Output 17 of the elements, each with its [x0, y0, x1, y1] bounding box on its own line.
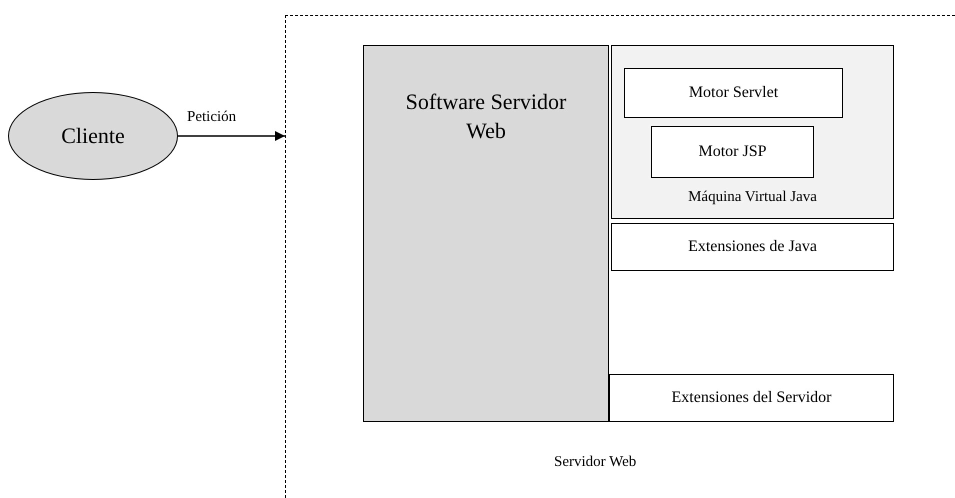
arrow	[178, 131, 285, 141]
node-label: Motor Servlet	[688, 84, 778, 102]
node-label: Software Servidor Web	[404, 88, 568, 145]
node-label: Extensiones de Java	[688, 238, 817, 256]
node-label: Extensiones del Servidor	[672, 389, 832, 407]
component-box	[624, 68, 843, 118]
server-software-box	[363, 45, 609, 422]
virtual-machine-box	[611, 45, 894, 219]
node-label: Servidor Web	[554, 454, 636, 471]
node-label: Máquina Virtual Java	[688, 189, 817, 206]
component-box	[611, 223, 894, 271]
edge-label: Petición	[187, 109, 236, 126]
server-region	[285, 15, 955, 498]
component-box	[609, 374, 894, 422]
node-label: Motor JSP	[698, 143, 767, 161]
node-label: Cliente	[61, 123, 125, 149]
component-box	[651, 126, 814, 178]
